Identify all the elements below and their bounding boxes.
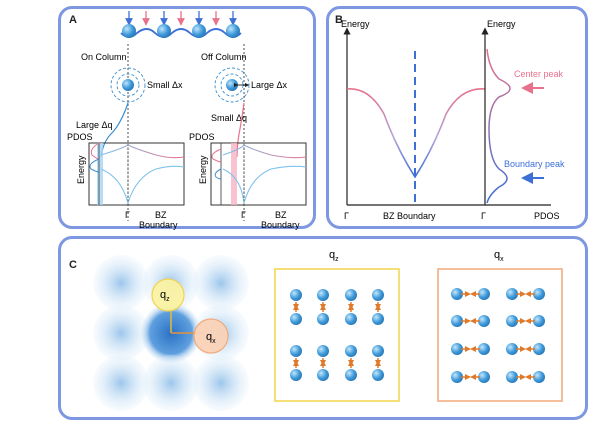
qx-mode-title: qx: [494, 249, 504, 263]
lattice-atom: [317, 313, 329, 325]
atom-row: [120, 24, 242, 38]
large-dx-label: Large Δx: [251, 80, 288, 90]
panel-c: C: [58, 236, 588, 420]
bz-label-right: BZ: [275, 210, 287, 220]
panel-a: A: [58, 6, 316, 230]
lattice-atom: [506, 288, 518, 300]
lattice-atom: [290, 289, 302, 301]
qx-circle: [193, 318, 229, 354]
lattice-atom: [506, 371, 518, 383]
panel-b-figure: Energy Γ BZ Boundary Γ Energy PDOS Cente…: [341, 19, 565, 221]
pdos-label-left: PDOS: [67, 132, 93, 142]
lattice-atom: [451, 343, 463, 355]
boundary-label-left: Boundary: [139, 220, 178, 230]
small-dq-arrow: [236, 102, 245, 158]
panel-c-label: C: [69, 259, 77, 271]
lattice-atom: [478, 315, 490, 327]
qx-label: qx: [206, 331, 216, 345]
panel-b: B Energy Γ BZ Boun: [326, 6, 588, 229]
bz-boundary-label: BZ Boundary: [383, 211, 436, 221]
small-dx-label: Small Δx: [147, 80, 183, 90]
lattice-atom: [533, 288, 545, 300]
lattice-atom: [533, 343, 545, 355]
lattice-atom: [451, 371, 463, 383]
gamma-label-b-right: Γ: [481, 211, 486, 221]
lattice-atom: [345, 313, 357, 325]
lattice-atom: [372, 345, 384, 357]
lattice-atom: [317, 369, 329, 381]
off-column-plot: PDOS Energy Γ BZ Boundary: [189, 132, 307, 230]
gamma-label-b-left: Γ: [344, 211, 349, 221]
small-dq-label: Small Δq: [211, 113, 247, 123]
panel-a-figure: On Column Small Δx Large Δq Off Column L…: [67, 11, 307, 230]
gamma-label-left: Γ: [125, 210, 130, 220]
lattice-atom: [290, 345, 302, 357]
on-column-plot: PDOS Energy Γ BZ Boundary: [67, 132, 185, 230]
qz-mode-box: [274, 268, 400, 402]
off-column-atom: [226, 79, 238, 91]
qz-label: qz: [160, 289, 170, 303]
off-column-label: Off Column: [201, 52, 246, 62]
lattice-atom: [345, 289, 357, 301]
energy-label-right: Energy: [198, 155, 208, 184]
lattice-atom: [506, 343, 518, 355]
probe-ring-inner: [116, 73, 140, 97]
on-column-atom: [122, 79, 134, 91]
gamma-label-right: Γ: [241, 210, 246, 220]
pdos-label-b: PDOS: [534, 211, 560, 221]
qx-mode-atoms: [451, 288, 545, 383]
panel-b-label: B: [335, 14, 343, 26]
dispersion-curve: [346, 88, 486, 179]
boundary-label-right: Boundary: [261, 220, 300, 230]
lattice-atom: [345, 369, 357, 381]
qz-mode-title: qz: [329, 249, 339, 263]
lattice-atom: [478, 371, 490, 383]
pdos-label-right: PDOS: [189, 132, 215, 142]
lattice-atom: [317, 345, 329, 357]
lattice-atom: [372, 369, 384, 381]
lattice-atom: [372, 313, 384, 325]
lattice-atom: [478, 288, 490, 300]
energy-label-b-right: Energy: [487, 19, 516, 29]
pdos-curve: [486, 48, 511, 204]
lattice-atom: [533, 371, 545, 383]
lattice-atom: [372, 289, 384, 301]
lattice-atom: [317, 289, 329, 301]
energy-label-b-left: Energy: [341, 19, 370, 29]
qz-mode-atoms: [290, 289, 384, 381]
center-peak-label: Center peak: [514, 69, 564, 79]
panel-c-figure: qz qx qz qx: [93, 249, 563, 411]
lattice-atom: [506, 315, 518, 327]
boundary-peak-label: Boundary peak: [504, 159, 565, 169]
large-dq-arrow: [100, 102, 129, 158]
lattice-atom: [451, 288, 463, 300]
lattice-atom: [533, 315, 545, 327]
lattice-atom: [478, 343, 490, 355]
probe-ring-outer: [110, 67, 146, 103]
lattice-atom: [345, 345, 357, 357]
large-dq-label: Large Δq: [76, 120, 113, 130]
lattice-atom: [290, 369, 302, 381]
energy-label-left: Energy: [76, 155, 86, 184]
panel-a-label: A: [69, 14, 77, 26]
lattice-atom: [290, 313, 302, 325]
on-column-label: On Column: [81, 52, 127, 62]
incoming-beam-arrows: [125, 11, 237, 26]
bz-label-left: BZ: [155, 210, 167, 220]
qz-circle: [151, 278, 185, 312]
lattice-atom: [451, 315, 463, 327]
qx-mode-box: [437, 268, 563, 402]
